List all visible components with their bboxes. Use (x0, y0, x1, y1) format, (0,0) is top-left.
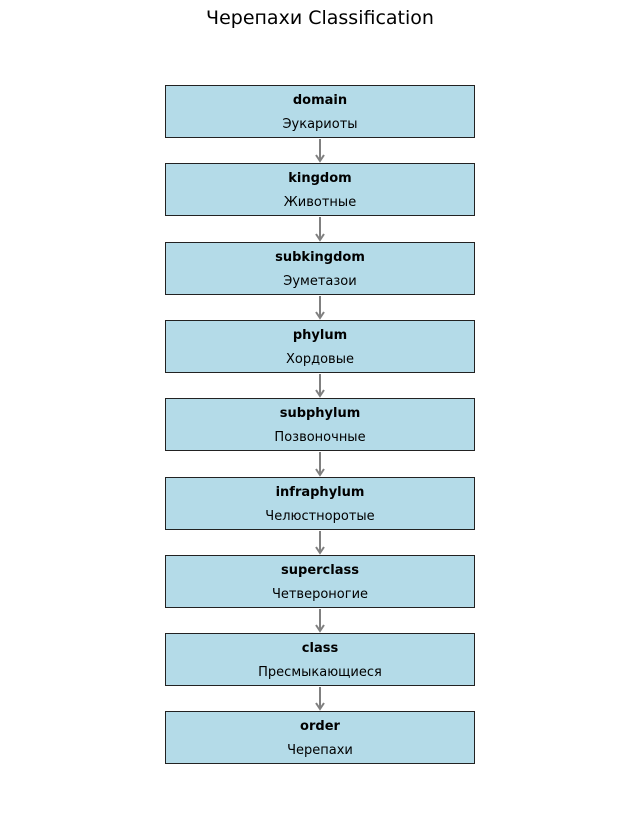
taxon-name: Пресмыкающиеся (258, 665, 382, 680)
taxon-name: Эуметазои (283, 274, 357, 289)
arrow-down-icon (315, 374, 325, 398)
taxon-name: Четвероногие (271, 587, 369, 602)
arrow-down-icon (315, 296, 325, 320)
taxon-name: Позвоночные (274, 430, 366, 445)
rank-label: subkingdom (275, 250, 365, 265)
rank-label: superclass (281, 563, 359, 578)
rank-label: infraphylum (275, 485, 365, 500)
diagram-title: Черепахи Classification (206, 7, 434, 29)
rank-label: class (301, 641, 339, 656)
rank-label: subphylum (279, 406, 361, 421)
taxon-name: Эукариоты (282, 117, 358, 132)
taxon-name: Животные (283, 195, 357, 210)
taxon-name: Хордовые (286, 352, 354, 367)
rank-label: kingdom (288, 171, 352, 186)
arrow-down-icon (315, 217, 325, 242)
rank-label: domain (292, 93, 348, 108)
arrow-down-icon (315, 452, 325, 477)
rank-label: phylum (292, 328, 348, 343)
arrow-down-icon (315, 609, 325, 633)
arrow-down-icon (315, 531, 325, 555)
arrow-down-icon (315, 687, 325, 711)
taxon-name: Черепахи (287, 743, 353, 758)
taxon-name: Челюстноротые (265, 509, 375, 524)
rank-label: order (300, 719, 340, 734)
arrow-down-icon (315, 139, 325, 163)
